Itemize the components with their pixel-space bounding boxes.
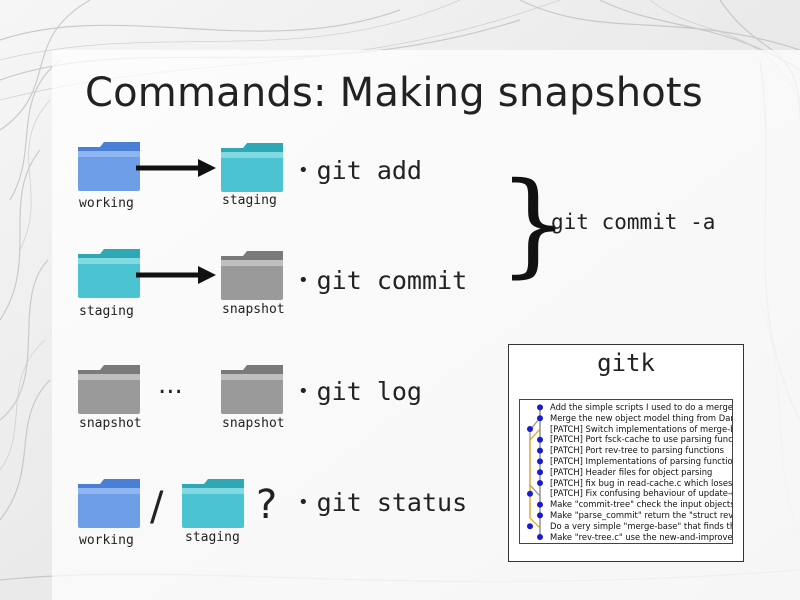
gitk-commit-row[interactable]: [PATCH] Port rev-tree to parsing functio…: [550, 445, 725, 456]
gitk-commit-dot: [537, 458, 543, 465]
gitk-commit-messages: Add the simple scripts I used to do a me…: [550, 402, 733, 542]
command-text: git status: [316, 488, 468, 517]
staging-folder-icon: [74, 246, 144, 300]
gitk-commit-list: Add the simple scripts I used to do a me…: [519, 399, 733, 544]
gitk-commit-dot: [537, 534, 543, 540]
working-folder-label: working: [79, 196, 134, 211]
command-git-commit: • git commit: [298, 266, 467, 295]
snapshot-folder-icon: [74, 362, 144, 416]
gitk-commit-dot: [537, 501, 543, 508]
gitk-commit-dot: [537, 436, 543, 443]
working-folder-icon: [74, 139, 144, 193]
slide-title: Commands: Making snapshots: [85, 70, 703, 116]
gitk-commit-row[interactable]: [PATCH] Implementations of parsing funct…: [550, 455, 733, 466]
gitk-commit-row[interactable]: [PATCH] Fix confusing behaviour of updat…: [550, 488, 732, 499]
gitk-commit-row[interactable]: [PATCH] Header files for object parsing: [550, 466, 713, 477]
gitk-commit-dot: [537, 512, 543, 519]
gitk-commit-dot: [527, 426, 533, 432]
gitk-commit-row[interactable]: [PATCH] Switch implementations of merge-…: [550, 423, 733, 434]
working-folder-label: working: [79, 533, 134, 548]
command-text: git commit: [316, 266, 468, 295]
right-arrow-icon: [136, 159, 216, 177]
snapshot-folder-label: snapshot: [222, 416, 285, 431]
staging-folder-label: staging: [185, 530, 240, 545]
gitk-commit-row[interactable]: Make "rev-tree.c" use the new-and-improv…: [550, 531, 733, 542]
staging-folder-icon: [178, 476, 248, 530]
gitk-commit-row[interactable]: Add the simple scripts I used to do a me…: [550, 402, 733, 412]
gitk-commit-dot: [537, 469, 543, 476]
staging-folder-icon: [217, 140, 287, 194]
question-mark: ?: [256, 482, 278, 528]
gitk-commit-row[interactable]: Make "parse_commit" return the "struct r…: [550, 509, 733, 520]
gitk-commit-graph: [527, 404, 543, 540]
gitk-commit-dot: [527, 523, 533, 530]
slash-separator: /: [150, 484, 164, 530]
bullet-glyph: •: [298, 492, 309, 513]
right-arrow-icon: [136, 266, 216, 284]
gitk-commit-row[interactable]: [PATCH] fix bug in read-cache.c which lo…: [550, 477, 733, 488]
gitk-commit-row[interactable]: Do a very simple "merge-base" that finds…: [550, 520, 732, 531]
gitk-commit-row[interactable]: [PATCH] Port fsck-cache to use parsing f…: [550, 434, 733, 445]
gitk-commit-dot: [537, 415, 543, 422]
bullet-glyph: •: [298, 270, 309, 291]
snapshot-folder-label: snapshot: [222, 302, 285, 317]
bullet-glyph: •: [298, 381, 309, 402]
gitk-commit-dot: [537, 480, 543, 486]
ellipsis-separator: ...: [158, 370, 183, 400]
gitk-commit-row[interactable]: Make "commit-tree" check the input objec…: [550, 499, 733, 510]
brace-glyph: }: [498, 159, 570, 289]
gitk-commit-dot: [527, 490, 533, 497]
command-git-status: • git status: [298, 488, 467, 517]
gitk-commit-dot: [537, 447, 543, 454]
gitk-commit-dot: [537, 404, 543, 411]
command-git-add: • git add: [298, 156, 422, 185]
command-text: git log: [316, 377, 422, 406]
snapshot-folder-label: snapshot: [79, 416, 142, 431]
gitk-commit-row[interactable]: Merge the new object model thing from Da…: [550, 412, 733, 423]
staging-folder-label: staging: [79, 304, 134, 319]
gitk-screenshot: gitk Add the simple scripts I used to do…: [508, 344, 744, 562]
command-git-commit-a: git commit -a: [551, 210, 716, 234]
command-text: git add: [316, 156, 422, 185]
snapshot-folder-icon: [217, 248, 287, 302]
bullet-glyph: •: [298, 160, 309, 181]
command-git-log: • git log: [298, 377, 422, 406]
snapshot-folder-icon: [217, 362, 287, 416]
staging-folder-label: staging: [222, 193, 277, 208]
gitk-title: gitk: [597, 349, 655, 377]
working-folder-icon: [74, 476, 144, 530]
